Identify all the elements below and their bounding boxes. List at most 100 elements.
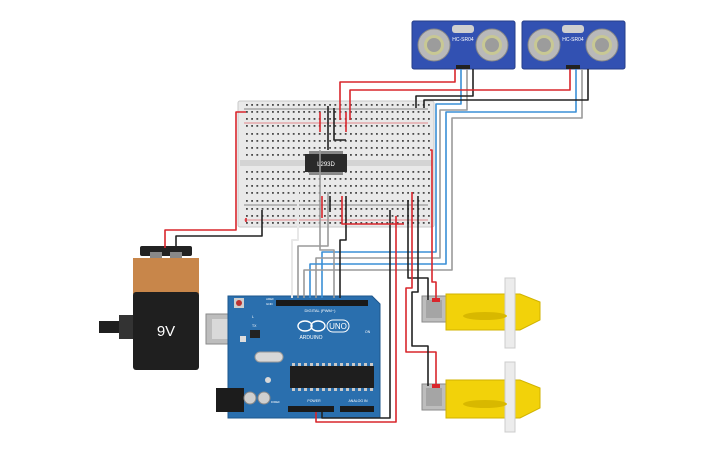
- breadboard-hole: [272, 154, 274, 156]
- breadboard-hole: [412, 185, 415, 187]
- breadboard-hole: [360, 111, 363, 113]
- breadboard-hole: [308, 222, 311, 224]
- breadboard-hole: [292, 125, 295, 127]
- breadboard-hole: [376, 215, 378, 217]
- breadboard-hole: [313, 215, 316, 217]
- breadboard-hole: [381, 140, 383, 142]
- breadboard-hole: [261, 171, 264, 173]
- breadboard-hole: [308, 140, 311, 142]
- breadboard-hole: [256, 154, 259, 156]
- breadboard-hole: [407, 111, 409, 113]
- breadboard-hole: [365, 125, 368, 127]
- breadboard-hole: [428, 222, 430, 224]
- breadboard-hole: [313, 104, 316, 106]
- breadboard-hole: [292, 104, 295, 106]
- breadboard-hole: [370, 111, 373, 113]
- breadboard-hole: [287, 104, 290, 106]
- wire-arduino-white-1: [291, 190, 299, 298]
- breadboard-hole: [308, 178, 311, 180]
- breadboard-hole: [422, 222, 425, 224]
- breadboard-hole: [344, 178, 347, 180]
- breadboard-hole: [251, 222, 253, 224]
- breadboard-hole: [303, 185, 305, 187]
- breadboard-hole: [402, 140, 404, 142]
- chip-pin: [310, 363, 313, 366]
- breadboard-hole: [251, 215, 253, 217]
- breadboard-hole: [266, 111, 269, 113]
- breadboard-hole: [266, 133, 269, 135]
- breadboard-hole: [298, 104, 300, 106]
- breadboard-hole: [365, 133, 368, 135]
- breadboard-hole: [251, 125, 253, 127]
- ultrasonic-sensor-2: HC-SR04: [521, 20, 626, 70]
- breadboard-hole: [428, 154, 430, 156]
- breadboard-hole: [370, 222, 373, 224]
- breadboard-hole: [329, 133, 331, 135]
- breadboard-hole: [334, 111, 337, 113]
- breadboard-hole: [277, 185, 279, 187]
- breadboard-hole: [396, 147, 399, 149]
- breadboard-hole: [422, 215, 425, 217]
- chip-pin: [358, 388, 361, 391]
- battery-9v: 9V: [99, 246, 199, 370]
- breadboard-hole: [277, 171, 279, 173]
- breadboard-hole: [334, 200, 337, 202]
- breadboard-hole: [381, 215, 383, 217]
- breadboard-hole: [334, 215, 337, 217]
- breadboard-hole: [266, 200, 269, 202]
- breadboard-hole: [386, 125, 389, 127]
- breadboard-hole: [303, 215, 305, 217]
- chip-pin: [322, 363, 325, 366]
- breadboard-hole: [381, 192, 383, 194]
- wire-bb-red-4: [341, 196, 404, 225]
- breadboard-hole: [266, 147, 269, 149]
- breadboard-hole: [396, 104, 399, 106]
- breadboard-hole: [329, 178, 331, 180]
- breadboard-hole: [313, 147, 316, 149]
- breadboard-hole: [402, 104, 404, 106]
- breadboard-hole: [386, 208, 389, 210]
- breadboard-hole: [277, 140, 279, 142]
- breadboard-hole: [402, 125, 404, 127]
- chip-pin: [304, 388, 307, 391]
- breadboard-hole: [292, 147, 295, 149]
- breadboard-hole: [417, 171, 420, 173]
- breadboard-hole: [282, 147, 285, 149]
- breadboard-hole: [334, 104, 337, 106]
- breadboard-hole: [360, 200, 363, 202]
- breadboard-hole: [287, 147, 290, 149]
- breadboard-hole: [355, 192, 357, 194]
- breadboard-hole: [251, 154, 253, 156]
- breadboard-hole: [329, 104, 331, 106]
- breadboard-hole: [318, 140, 321, 142]
- breadboard-hole: [277, 222, 279, 224]
- breadboard-hole: [256, 208, 259, 210]
- chip-pin: [334, 363, 337, 366]
- wire-battery-red: [164, 111, 246, 248]
- breadboard-hole: [402, 215, 404, 217]
- breadboard-hole: [298, 154, 300, 156]
- breadboard-hole: [365, 111, 368, 113]
- breadboard-hole: [396, 154, 399, 156]
- breadboard-hole: [318, 147, 321, 149]
- breadboard-hole: [376, 125, 378, 127]
- breadboard-hole: [282, 222, 285, 224]
- breadboard-hole: [292, 222, 295, 224]
- breadboard-hole: [251, 104, 253, 106]
- sensor-2-model: HC-SR04: [562, 37, 584, 43]
- breadboard-hole: [407, 147, 409, 149]
- breadboard-hole: [298, 140, 300, 142]
- chip-pin: [310, 388, 313, 391]
- breadboard-hole: [292, 154, 295, 156]
- breadboard-hole: [417, 118, 420, 120]
- breadboard-hole: [324, 178, 326, 180]
- breadboard-hole: [266, 222, 269, 224]
- breadboard-hole: [282, 133, 285, 135]
- breadboard-hole: [350, 185, 352, 187]
- breadboard-hole: [251, 140, 253, 142]
- breadboard-hole: [282, 154, 285, 156]
- breadboard-hole: [308, 192, 311, 194]
- breadboard-hole: [318, 133, 321, 135]
- breadboard-hole: [428, 147, 430, 149]
- breadboard-hole: [339, 178, 342, 180]
